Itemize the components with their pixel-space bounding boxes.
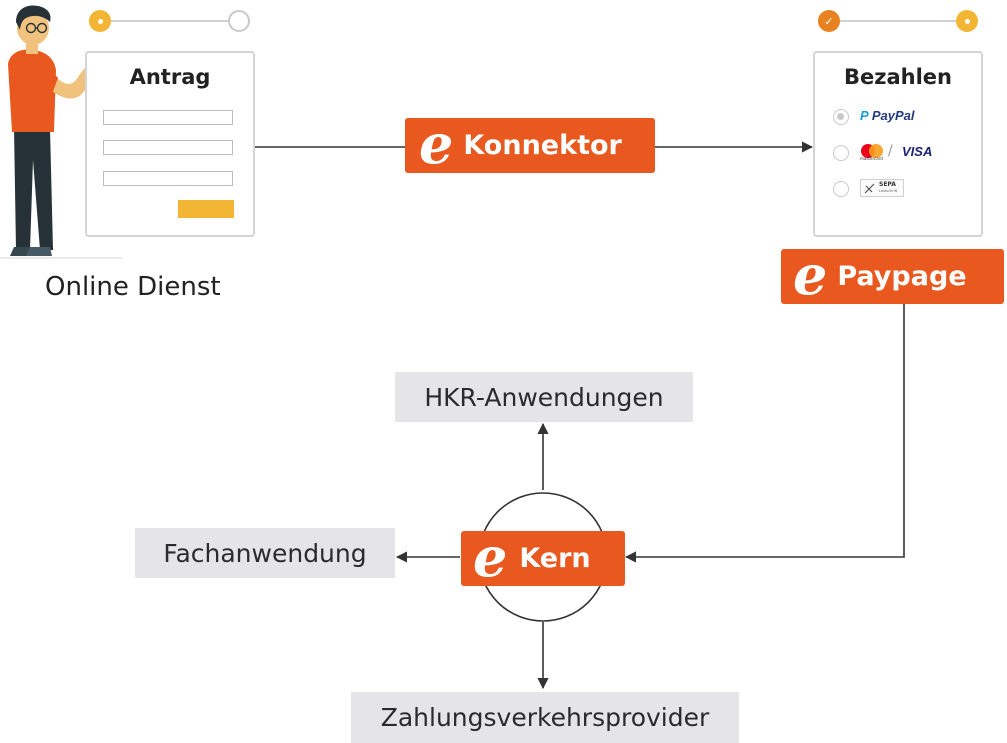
fachanwendung-box: Fachanwendung bbox=[135, 528, 395, 578]
hkr-box: HKR-Anwendungen bbox=[395, 372, 693, 422]
kern-box: e Kern bbox=[461, 525, 625, 589]
kern-label: Kern bbox=[519, 543, 591, 574]
konnektor-label: Konnektor bbox=[463, 130, 622, 161]
antrag-card: Antrag bbox=[85, 51, 255, 237]
konnektor-box: e Konnektor bbox=[405, 112, 655, 176]
sepa-radio[interactable] bbox=[833, 181, 849, 197]
zahlungsverkehrsprovider-box: Zahlungsverkehrsprovider bbox=[351, 692, 739, 743]
paypal-logo-icon: P PayPal bbox=[860, 108, 915, 123]
e-logo-icon: e bbox=[473, 524, 508, 589]
card-separator: / bbox=[888, 143, 893, 159]
antrag-submit-button[interactable] bbox=[178, 200, 234, 218]
step-dot-icon bbox=[956, 10, 978, 32]
e-logo-icon: e bbox=[793, 242, 828, 307]
antrag-input-2[interactable] bbox=[103, 140, 233, 155]
card-radio[interactable] bbox=[833, 145, 849, 161]
stepper-line bbox=[840, 20, 956, 22]
online-service-label: Online Dienst bbox=[45, 272, 221, 302]
antrag-input-3[interactable] bbox=[103, 171, 233, 186]
bezahlen-title: Bezahlen bbox=[844, 65, 952, 89]
step-check-icon: ✓ bbox=[818, 10, 840, 32]
paypage-label: Paypage bbox=[837, 261, 967, 292]
mastercard-text: mastercard bbox=[860, 156, 883, 161]
sepa-logo-icon: SEPA Lastschrift bbox=[860, 179, 904, 197]
paypal-radio[interactable] bbox=[833, 109, 849, 125]
mastercard-logo-icon: mastercard bbox=[860, 143, 884, 161]
visa-logo-icon: VISA bbox=[902, 144, 933, 159]
person-illustration-icon bbox=[0, 5, 122, 259]
step-dot-icon bbox=[89, 10, 111, 32]
sepa-subtext: Lastschrift bbox=[879, 189, 898, 193]
antrag-input-1[interactable] bbox=[103, 110, 233, 125]
paypage-to-kern-arrow bbox=[624, 304, 905, 563]
bezahlen-card: Bezahlen P PayPal mastercard / VISA SEPA… bbox=[813, 51, 983, 237]
antrag-title: Antrag bbox=[129, 65, 211, 89]
sepa-text: SEPA bbox=[879, 181, 896, 188]
paypage-box: e Paypage bbox=[781, 243, 1004, 307]
paypal-text: PayPal bbox=[871, 108, 915, 123]
e-logo-icon: e bbox=[419, 111, 454, 176]
stepper-line bbox=[111, 20, 228, 22]
step-empty-icon bbox=[228, 10, 250, 32]
